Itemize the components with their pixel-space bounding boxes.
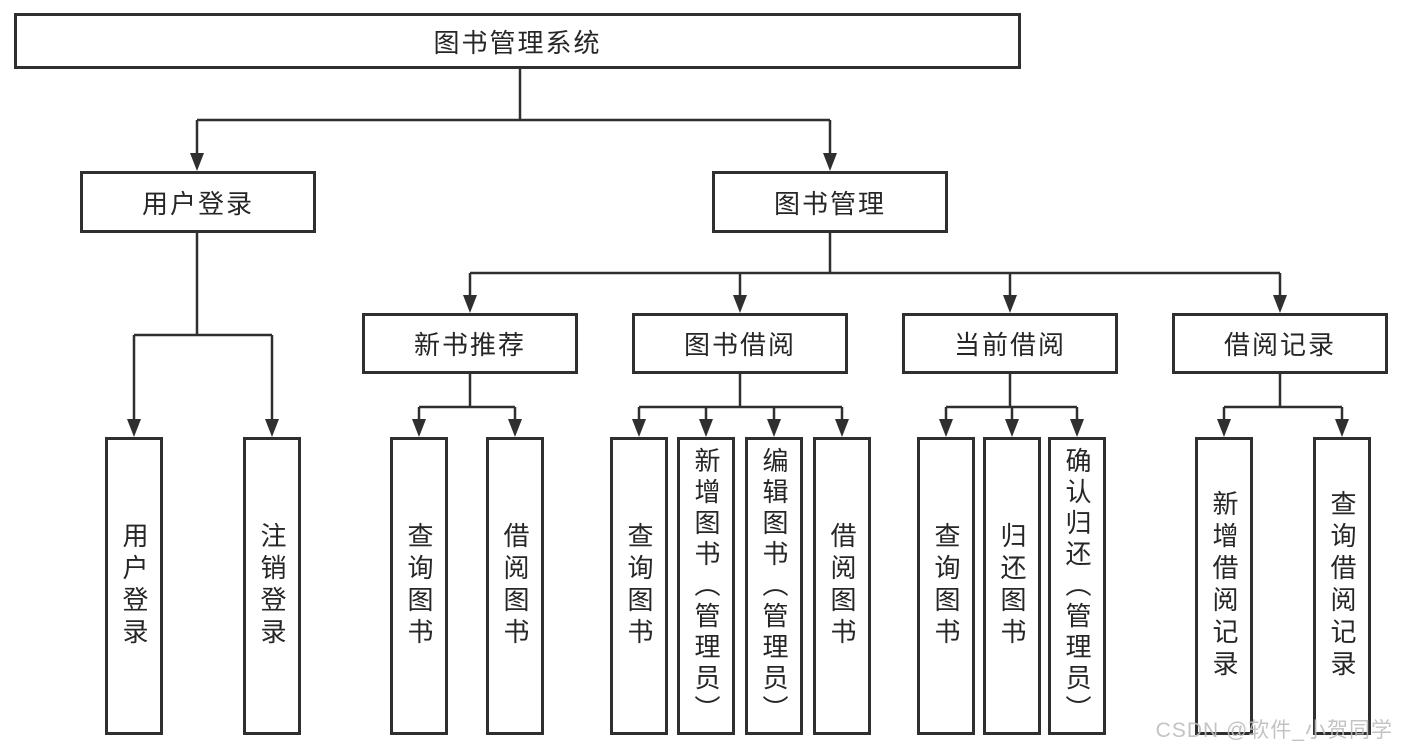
arrow-down-icon xyxy=(733,295,747,313)
node-bb-edit-books-admin: 编辑图书（管理员） xyxy=(745,437,803,735)
arrow-down-icon xyxy=(265,419,279,437)
node-user-login: 用户登录 xyxy=(80,171,316,233)
arrow-down-icon xyxy=(699,419,713,437)
arrow-down-icon xyxy=(463,295,477,313)
node-root: 图书管理系统 xyxy=(14,13,1021,69)
node-br-query-record: 查询借阅记录 xyxy=(1313,437,1371,735)
arrow-down-icon xyxy=(412,419,426,437)
connector-book-mgmt-to-level3 xyxy=(468,233,1282,296)
node-new-book-rec: 新书推荐 xyxy=(362,313,578,374)
connector-user-login-to-children xyxy=(132,233,274,420)
arrow-down-icon xyxy=(1070,419,1084,437)
connector-new-book-rec-to-children xyxy=(417,374,517,420)
node-current-borrow: 当前借阅 xyxy=(902,313,1118,374)
node-cb-confirm-return-admin: 确认归还（管理员） xyxy=(1048,437,1106,735)
node-br-add-record: 新增借阅记录 xyxy=(1195,437,1253,735)
node-bb-borrow-books: 借阅图书 xyxy=(813,437,871,735)
connector-current-borrow-to-children xyxy=(944,374,1079,420)
arrow-down-icon xyxy=(1335,419,1349,437)
connector-root-to-level2 xyxy=(195,68,832,154)
node-cb-return-books: 归还图书 xyxy=(983,437,1041,735)
node-logout-leaf: 注销登录 xyxy=(243,437,301,735)
arrow-down-icon xyxy=(1003,295,1017,313)
arrow-down-icon xyxy=(1217,419,1231,437)
arrow-down-icon xyxy=(632,419,646,437)
node-nbr-borrow-books: 借阅图书 xyxy=(486,437,544,735)
connector-borrow-records-to-children xyxy=(1222,374,1344,420)
node-book-borrow: 图书借阅 xyxy=(632,313,848,374)
arrow-down-icon xyxy=(823,153,837,171)
node-cb-query-books: 查询图书 xyxy=(917,437,975,735)
arrow-down-icon xyxy=(835,419,849,437)
arrow-down-icon xyxy=(1273,295,1287,313)
arrow-down-icon xyxy=(767,419,781,437)
node-borrow-records: 借阅记录 xyxy=(1172,313,1388,374)
node-user-login-leaf: 用户登录 xyxy=(105,437,163,735)
node-nbr-query-books: 查询图书 xyxy=(390,437,448,735)
node-bb-query-books: 查询图书 xyxy=(610,437,668,735)
arrow-down-icon xyxy=(939,419,953,437)
node-book-mgmt: 图书管理 xyxy=(712,171,948,233)
arrow-down-icon xyxy=(190,153,204,171)
arrow-down-icon xyxy=(1005,419,1019,437)
arrow-down-icon xyxy=(127,419,141,437)
node-bb-add-books-admin: 新增图书（管理员） xyxy=(677,437,735,735)
arrow-down-icon xyxy=(508,419,522,437)
arrowheads xyxy=(127,153,1349,437)
connector-book-borrow-to-children xyxy=(637,374,844,420)
